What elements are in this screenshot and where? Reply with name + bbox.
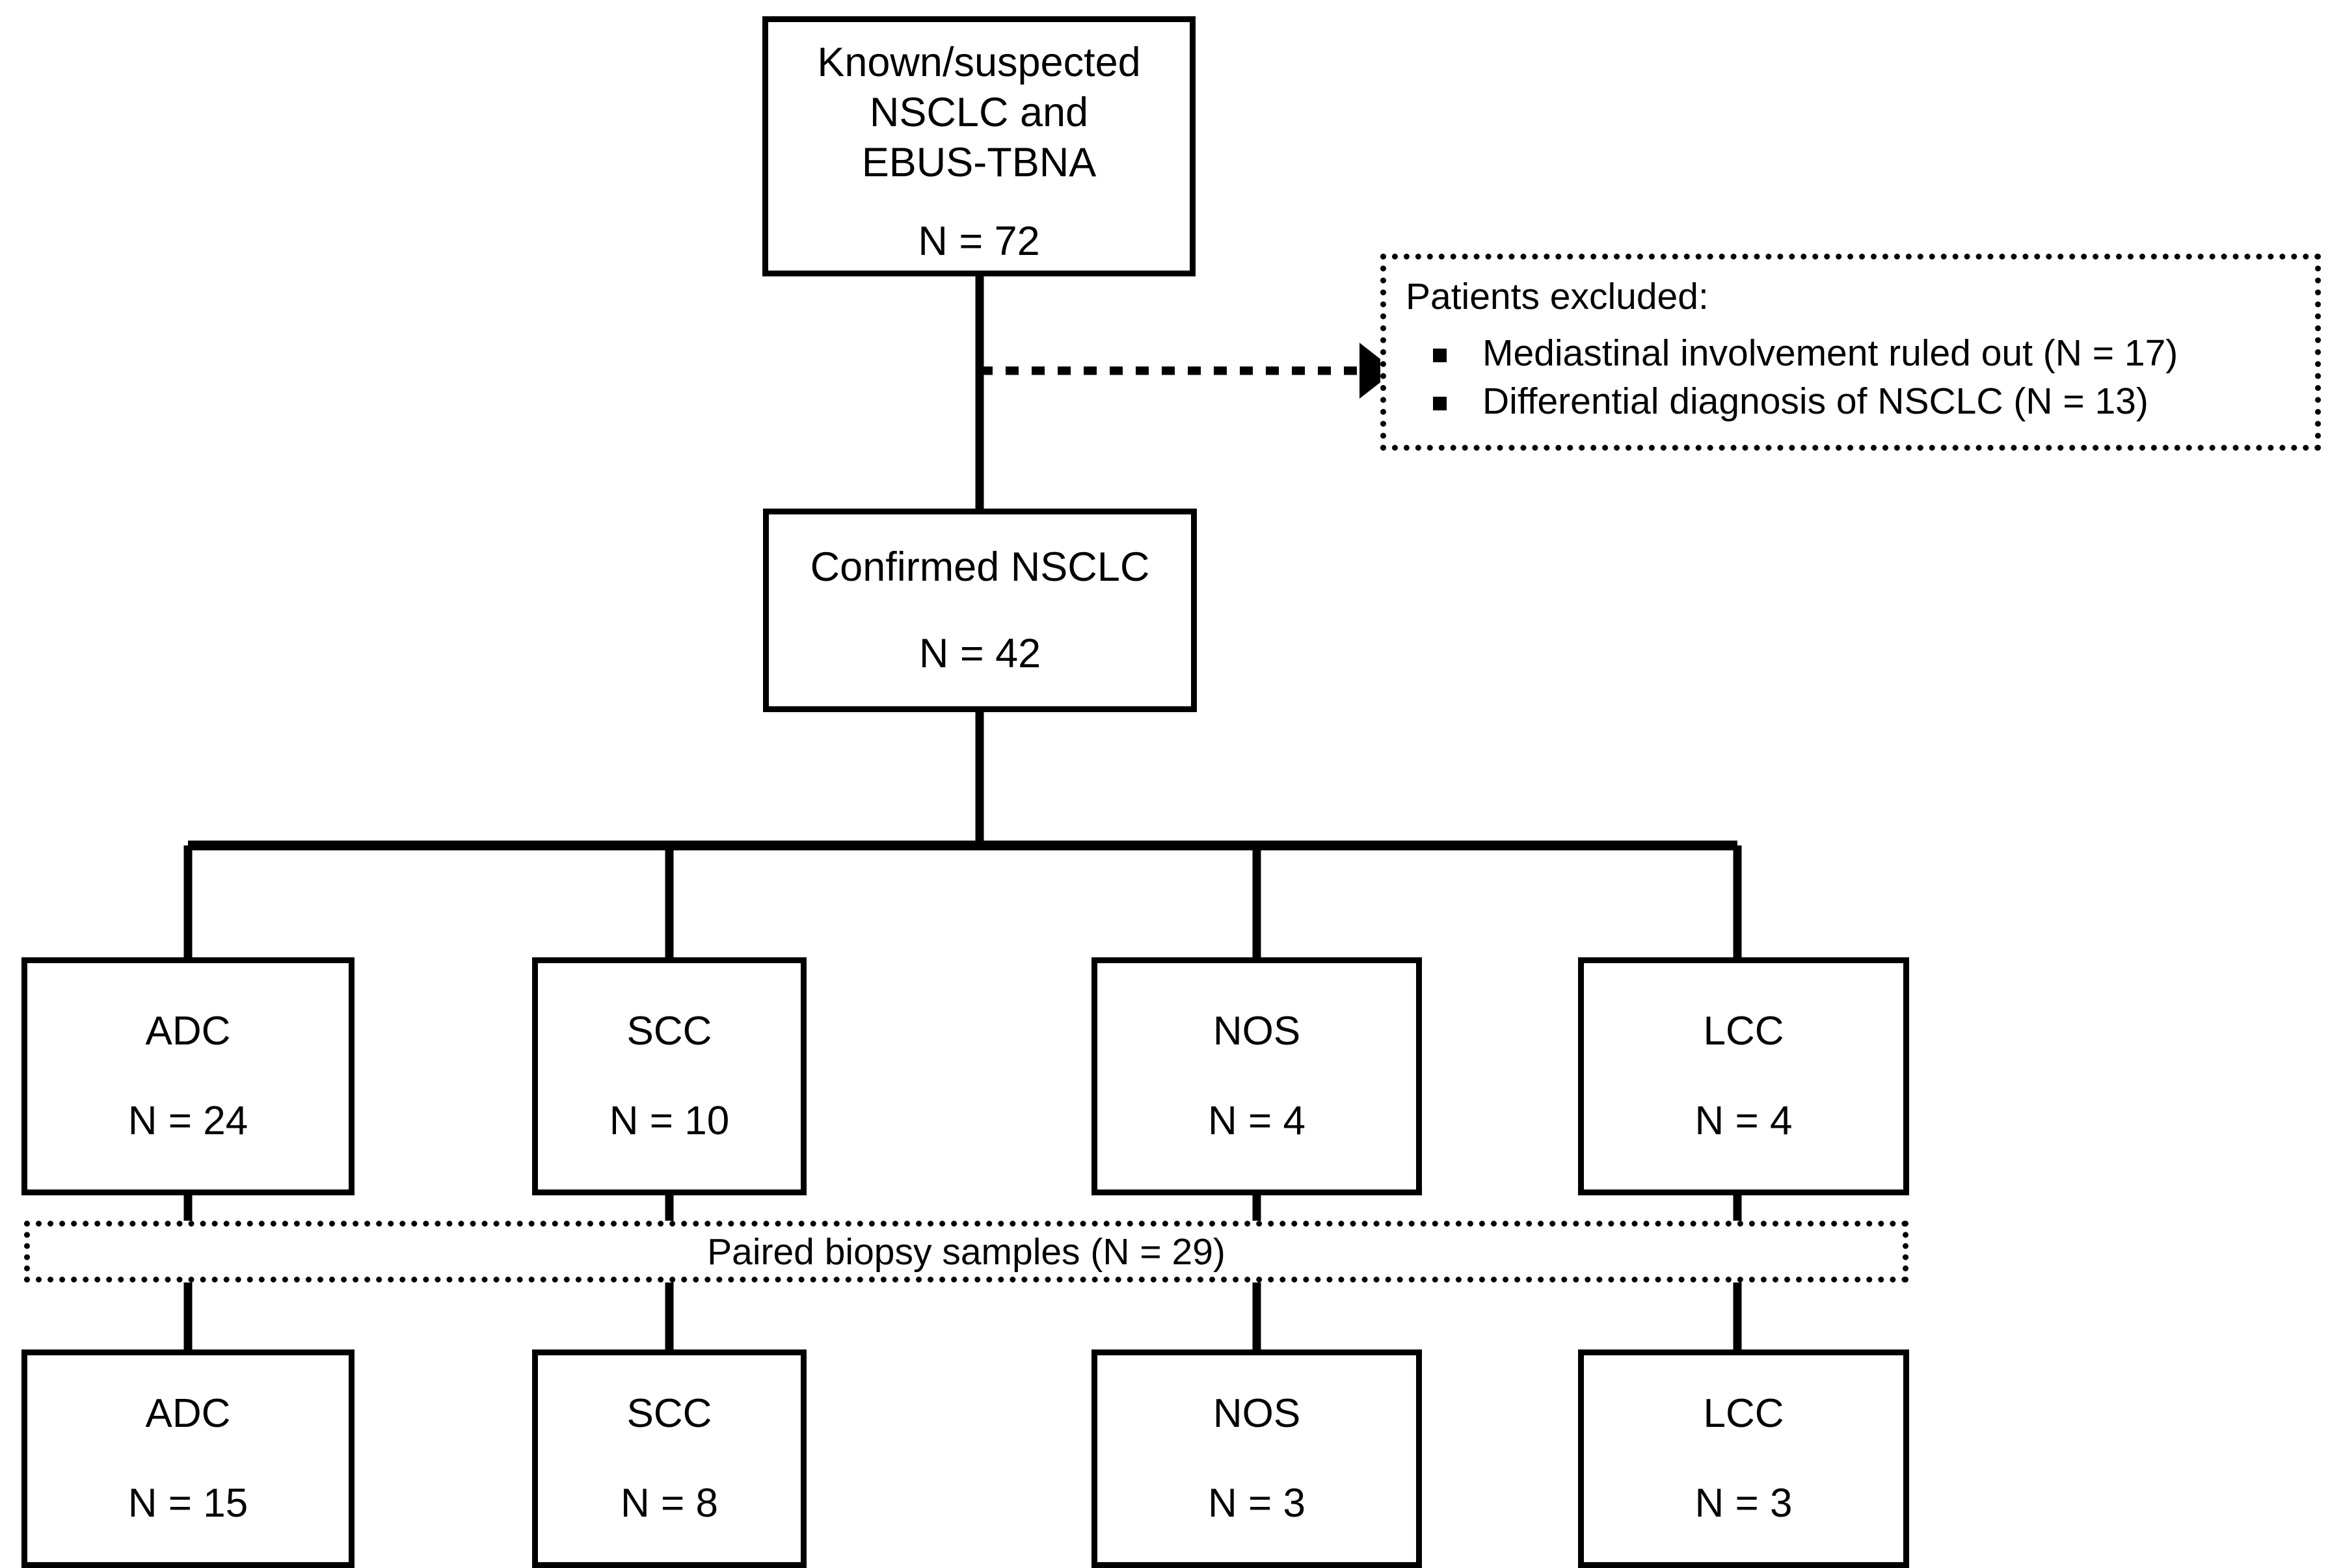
node-subtype-nos-primary: NOS N = 4 — [1091, 957, 1422, 1195]
subtype-count: N = 4 — [1208, 1098, 1305, 1143]
node-patients-excluded: Patients excluded: Mediastinal involveme… — [1380, 254, 2321, 451]
node-top-line-2: NSCLC and — [869, 89, 1089, 135]
node-subtype-nos-paired: NOS N = 3 — [1091, 1349, 1422, 1568]
node-known-suspected-nsclc: Known/suspected NSCLC and EBUS-TBNA N = … — [762, 16, 1196, 276]
node-confirmed-label: Confirmed NSCLC — [810, 544, 1150, 590]
node-subtype-lcc-paired: LCC N = 3 — [1578, 1349, 1909, 1568]
node-confirmed-count: N = 42 — [918, 630, 1041, 676]
node-subtype-adc-primary: ADC N = 24 — [21, 957, 355, 1195]
excluded-item-text: Mediastinal involvement ruled out (N = 1… — [1482, 332, 2178, 375]
subtype-label: LCC — [1703, 1391, 1784, 1437]
subtype-count: N = 10 — [609, 1098, 730, 1143]
excluded-list: Mediastinal involvement ruled out (N = 1… — [1406, 329, 2315, 425]
excluded-list-item: Mediastinal involvement ruled out (N = 1… — [1433, 329, 2315, 377]
subtype-count: N = 3 — [1208, 1481, 1305, 1526]
node-top-count: N = 72 — [918, 218, 1040, 264]
node-subtype-adc-paired: ADC N = 15 — [21, 1349, 355, 1568]
node-subtype-lcc-primary: LCC N = 4 — [1578, 957, 1909, 1195]
node-top-line-3: EBUS-TBNA — [861, 139, 1097, 185]
excluded-item-text: Differential diagnosis of NSCLC (N = 13) — [1482, 380, 2149, 423]
subtype-count: N = 15 — [127, 1481, 248, 1526]
subtype-count: N = 3 — [1694, 1481, 1793, 1526]
subtype-label: ADC — [145, 1391, 231, 1437]
excluded-list-item: Differential diagnosis of NSCLC (N = 13) — [1433, 377, 2315, 425]
subtype-label: NOS — [1212, 1009, 1301, 1054]
node-subtype-scc-paired: SCC N = 8 — [532, 1349, 807, 1568]
subtype-label: SCC — [626, 1009, 712, 1054]
square-bullet-icon — [1433, 397, 1447, 411]
paired-biopsy-samples-bar: Paired biopsy samples (N = 29) — [24, 1221, 1908, 1282]
excluded-title: Patients excluded: — [1406, 276, 1709, 317]
subtype-label: ADC — [145, 1009, 231, 1054]
subtype-count: N = 8 — [621, 1481, 718, 1526]
square-bullet-icon — [1433, 349, 1447, 363]
paired-biopsy-label: Paired biopsy samples (N = 29) — [707, 1230, 1225, 1273]
subtype-count: N = 4 — [1694, 1098, 1793, 1143]
node-top-line-1: Known/suspected — [817, 40, 1141, 85]
subtype-label: LCC — [1703, 1009, 1784, 1054]
node-subtype-scc-primary: SCC N = 10 — [532, 957, 807, 1195]
subtype-count: N = 24 — [127, 1098, 248, 1143]
subtype-label: NOS — [1212, 1391, 1301, 1437]
subtype-label: SCC — [626, 1391, 712, 1437]
node-confirmed-nsclc: Confirmed NSCLC N = 42 — [763, 509, 1197, 712]
